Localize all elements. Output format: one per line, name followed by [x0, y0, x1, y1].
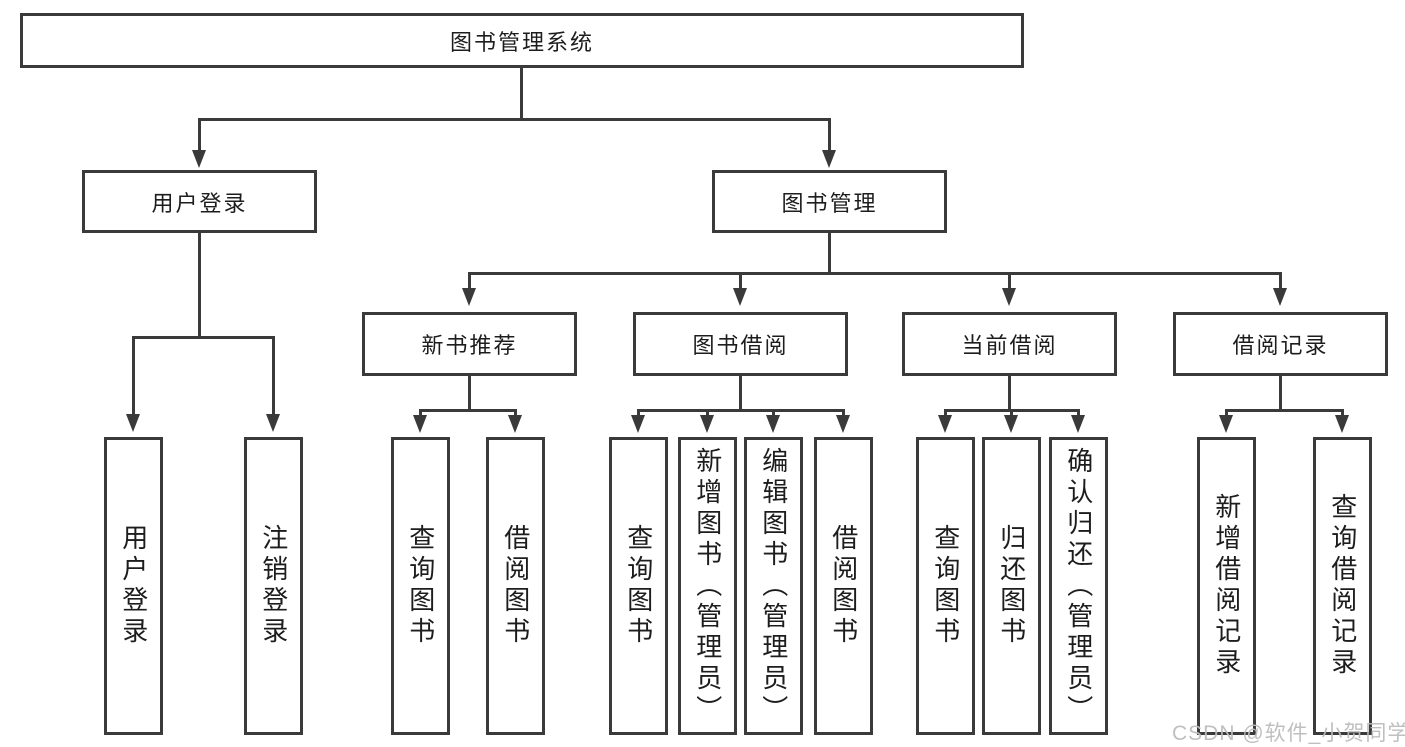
arrow-down-icon	[462, 288, 476, 306]
leaf-current-confirm-return-admin: 确认归还（管理员）	[1049, 437, 1108, 735]
connector-line	[842, 409, 845, 416]
node-root-label: 图书管理系统	[449, 29, 594, 55]
connector-line	[828, 233, 831, 272]
connector-line	[132, 336, 135, 415]
csdn-watermark: CSDN @软件_小贺同学	[1172, 722, 1405, 745]
connector-line	[739, 272, 742, 289]
leaf-label: 查询图书	[623, 524, 654, 648]
arrow-down-icon	[413, 415, 427, 433]
node-book-management: 图书管理	[712, 170, 947, 233]
connector-line	[272, 336, 275, 415]
connector-line	[1225, 409, 1344, 412]
node-label: 新书推荐	[421, 333, 518, 358]
leaf-label: 注销登录	[258, 524, 289, 648]
connector-line	[468, 272, 471, 289]
arrow-down-icon	[1273, 288, 1287, 306]
connector-line	[198, 118, 201, 151]
arrow-down-icon	[508, 415, 522, 433]
arrow-down-icon	[126, 414, 140, 432]
arrow-down-icon	[266, 414, 280, 432]
leaf-label: 查询图书	[405, 524, 436, 648]
leaf-label: 新增借阅记录	[1211, 493, 1242, 679]
node-borrow-records: 借阅记录	[1173, 312, 1388, 376]
connector-line	[739, 376, 742, 409]
leaf-borrow-edit-books-admin: 编辑图书（管理员）	[744, 437, 803, 735]
connector-line	[468, 376, 471, 409]
leaf-label: 借阅图书	[828, 524, 859, 648]
arrow-down-icon	[1335, 415, 1349, 433]
leaf-newbook-query-books: 查询图书	[391, 437, 450, 735]
node-current-borrow: 当前借阅	[902, 312, 1117, 376]
arrow-down-icon	[700, 415, 714, 433]
connector-line	[1008, 376, 1011, 409]
arrow-down-icon	[938, 415, 952, 433]
leaf-borrow-borrow-books: 借阅图书	[814, 437, 873, 735]
connector-line	[132, 336, 275, 339]
leaf-label: 查询图书	[930, 524, 961, 648]
arrow-down-icon	[1004, 415, 1018, 433]
node-label: 图书借阅	[692, 333, 789, 358]
leaf-label: 查询借阅记录	[1327, 493, 1358, 679]
leaf-borrow-add-books-admin: 新增图书（管理员）	[678, 437, 737, 735]
arrow-down-icon	[1002, 288, 1016, 306]
connector-line	[419, 409, 517, 412]
node-label: 图书管理	[781, 190, 878, 216]
arrow-down-icon	[631, 415, 645, 433]
leaf-label: 确认归还（管理员）	[1063, 446, 1094, 726]
connector-line	[1010, 409, 1013, 416]
connector-line	[520, 68, 523, 118]
node-user-login: 用户登录	[82, 170, 317, 233]
connector-line	[419, 409, 422, 416]
connector-line	[1008, 272, 1011, 289]
leaf-label: 用户登录	[118, 524, 149, 648]
leaf-label: 编辑图书（管理员）	[758, 446, 789, 726]
node-label: 当前借阅	[961, 333, 1058, 358]
leaf-logout: 注销登录	[244, 437, 303, 735]
arrow-down-icon	[733, 288, 747, 306]
node-label: 借阅记录	[1232, 333, 1329, 358]
arrow-down-icon	[766, 415, 780, 433]
connector-line	[468, 272, 1282, 275]
leaf-newbook-borrow-books: 借阅图书	[486, 437, 545, 735]
connector-line	[1225, 409, 1228, 416]
node-root-library-system: 图书管理系统	[20, 13, 1024, 68]
leaf-current-return-books: 归还图书	[982, 437, 1041, 735]
leaf-borrow-query-books: 查询图书	[609, 437, 668, 735]
arrow-down-icon	[836, 415, 850, 433]
arrow-down-icon	[1071, 415, 1085, 433]
arrow-down-icon	[192, 150, 206, 168]
node-book-borrow: 图书借阅	[633, 312, 848, 376]
connector-line	[637, 409, 640, 416]
leaf-label: 归还图书	[996, 524, 1027, 648]
connector-line	[944, 409, 947, 416]
leaf-records-add-record: 新增借阅记录	[1197, 437, 1256, 735]
leaf-current-query-books: 查询图书	[916, 437, 975, 735]
connector-line	[706, 409, 709, 416]
connector-line	[514, 409, 517, 416]
connector-line	[828, 118, 831, 151]
connector-line	[637, 409, 845, 412]
leaf-label: 借阅图书	[500, 524, 531, 648]
node-label: 用户登录	[151, 190, 248, 216]
connector-line	[1279, 376, 1282, 409]
connector-line	[1341, 409, 1344, 416]
leaf-records-query-record: 查询借阅记录	[1313, 437, 1372, 735]
connector-line	[772, 409, 775, 416]
leaf-user-login: 用户登录	[104, 437, 163, 735]
leaf-label: 新增图书（管理员）	[692, 446, 723, 726]
connector-line	[1077, 409, 1080, 416]
arrow-down-icon	[1219, 415, 1233, 433]
arrow-down-icon	[822, 150, 836, 168]
connector-line	[1279, 272, 1282, 289]
node-new-book-recommend: 新书推荐	[362, 312, 577, 376]
connector-line	[198, 118, 831, 121]
connector-line	[198, 233, 201, 336]
